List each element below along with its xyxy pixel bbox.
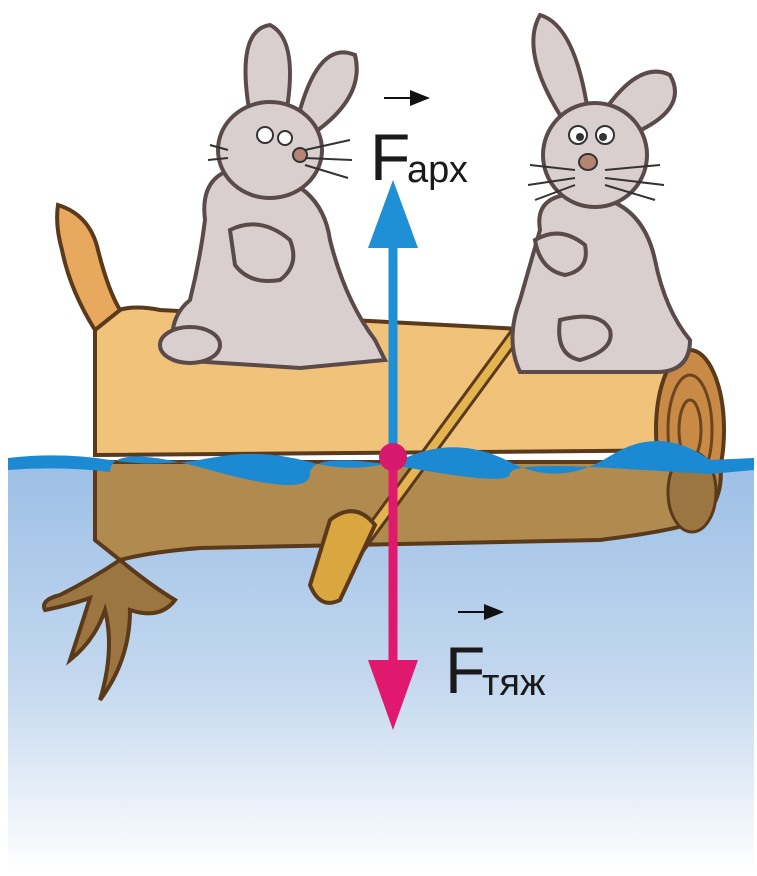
log-branch-top xyxy=(57,205,120,330)
rabbit-right-ear xyxy=(533,15,588,115)
rabbit-left-nose xyxy=(293,148,307,162)
gravity-subscript: тяж xyxy=(482,662,546,704)
rabbit-right-pupil xyxy=(576,133,584,141)
rabbit-right-nose xyxy=(579,154,597,170)
gravity-symbol: F xyxy=(445,633,485,707)
rabbit-left-eye xyxy=(278,131,292,145)
rabbit-left-foot xyxy=(160,327,220,363)
buoyancy-subscript: арх xyxy=(407,149,468,191)
rabbit-right-pupil xyxy=(599,133,607,141)
buoyancy-force-label: F арх xyxy=(370,98,468,194)
rabbit-right xyxy=(513,15,691,372)
buoyancy-symbol: F xyxy=(370,120,410,194)
rabbit-left xyxy=(160,25,385,368)
rabbit-left-arm xyxy=(230,224,293,281)
application-point xyxy=(379,443,407,471)
rabbit-left-eye xyxy=(257,127,273,143)
